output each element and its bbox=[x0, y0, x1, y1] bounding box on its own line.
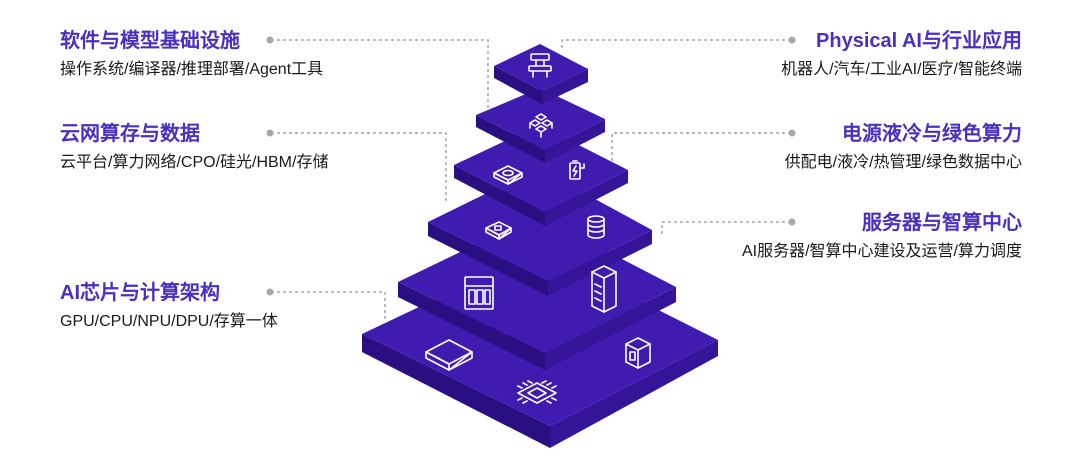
leader-dot bbox=[266, 36, 274, 44]
leader-dot bbox=[266, 129, 274, 137]
database-icon bbox=[587, 215, 605, 239]
layer-label-server: 服务器与智算中心 AI服务器/智算中心建设及运营/算力调度 bbox=[742, 210, 1022, 264]
leader-line-chips bbox=[271, 291, 386, 321]
layer-subtitle: 云平台/算力网络/CPO/硅光/HBM/存储 bbox=[60, 154, 329, 171]
layer-title: AI芯片与计算架构 bbox=[60, 282, 220, 304]
layer-subtitle: GPU/CPU/NPU/DPU/存算一体 bbox=[60, 313, 278, 330]
leader-dot bbox=[266, 288, 274, 296]
layer-subtitle: 机器人/汽车/工业AI/医疗/智能终端 bbox=[781, 61, 1022, 78]
layer-title: Physical AI与行业应用 bbox=[816, 30, 1022, 52]
drive-icon bbox=[485, 221, 512, 240]
layer-title: 软件与模型基础设施 bbox=[60, 30, 240, 52]
leader-dot bbox=[788, 129, 796, 137]
leader-line-server bbox=[661, 221, 791, 237]
layer-label-power: 电源液冷与绿色算力 供配电/液冷/热管理/绿色数据中心 bbox=[785, 121, 1022, 175]
leader-line-cloud bbox=[271, 132, 447, 206]
leader-line-physical bbox=[561, 39, 791, 51]
pyramid-slab bbox=[494, 44, 588, 104]
robot-arm-icon bbox=[528, 53, 552, 78]
server-rack-icon bbox=[591, 265, 617, 313]
cube-cluster-icon bbox=[529, 113, 553, 138]
processor-chip-icon bbox=[517, 380, 557, 404]
leader-dot bbox=[788, 36, 796, 44]
rack-panel-icon bbox=[464, 276, 494, 310]
pyramid-slab bbox=[454, 125, 628, 226]
battery-charging-icon bbox=[569, 160, 585, 180]
layer-title: 云网算存与数据 bbox=[60, 123, 200, 145]
pyramid-slab bbox=[428, 168, 652, 296]
layer-subtitle: 供配电/液冷/热管理/绿色数据中心 bbox=[784, 154, 1022, 171]
leader-dot bbox=[788, 218, 796, 226]
chip-module-icon bbox=[493, 165, 523, 185]
layer-label-software: 软件与模型基础设施 操作系统/编译器/推理部署/Agent工具 bbox=[60, 28, 323, 82]
gpu-card-icon bbox=[625, 337, 651, 369]
leader-lines bbox=[271, 39, 791, 321]
layer-title: 电源液冷与绿色算力 bbox=[842, 123, 1022, 145]
leader-line-power bbox=[611, 132, 791, 171]
layer-label-chips: AI芯片与计算架构 GPU/CPU/NPU/DPU/存算一体 bbox=[60, 280, 278, 334]
router-box-icon bbox=[425, 339, 473, 371]
layer-subtitle: AI服务器/智算中心建设及运营/算力调度 bbox=[741, 243, 1022, 260]
layer-label-cloud: 云网算存与数据 云平台/算力网络/CPO/硅光/HBM/存储 bbox=[60, 121, 328, 175]
layer-label-physical: Physical AI与行业应用 机器人/汽车/工业AI/医疗/智能终端 bbox=[781, 28, 1022, 82]
layer-title: 服务器与智算中心 bbox=[862, 212, 1022, 234]
leader-dots bbox=[266, 36, 796, 296]
leader-line-software bbox=[271, 39, 489, 111]
layer-subtitle: 操作系统/编译器/推理部署/Agent工具 bbox=[60, 61, 324, 78]
